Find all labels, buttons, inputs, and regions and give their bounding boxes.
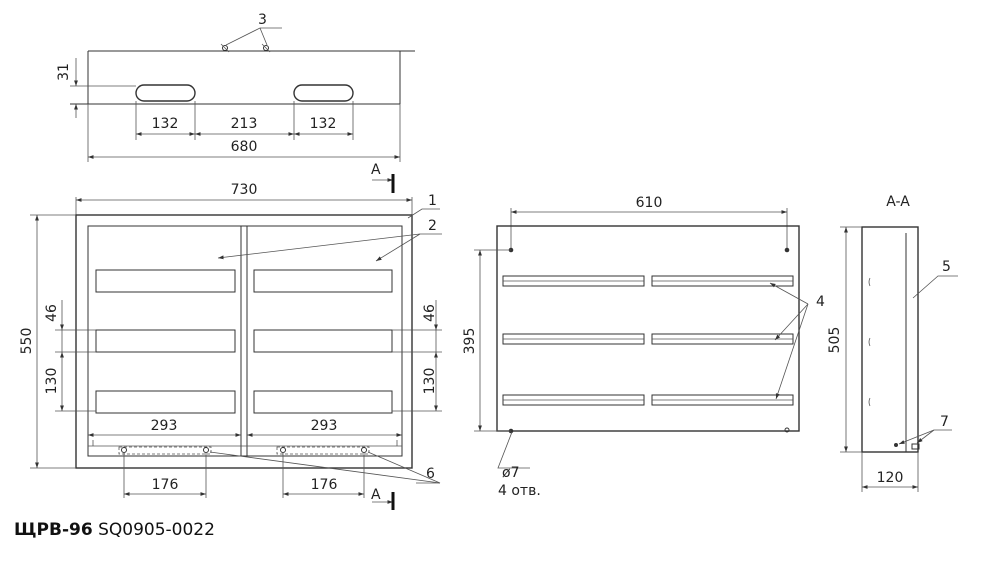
callout-7: 7 <box>940 414 949 430</box>
callout-5: 5 <box>942 259 951 275</box>
front-view: A 730 1 2 <box>19 162 442 510</box>
leader-4-a <box>769 282 809 305</box>
gland-screw-l1 <box>121 447 127 453</box>
dim-label-213: 213 <box>231 116 258 132</box>
leader-2-left <box>217 233 421 260</box>
dim-label-550: 550 <box>19 328 35 355</box>
dim-label-46-right: 46 <box>422 304 438 322</box>
rear-view: 610 4 395 ø7 4 отв. <box>462 195 825 499</box>
gland-screw-r1 <box>280 447 286 453</box>
section-body <box>861 226 919 453</box>
dim-label-132-left: 132 <box>152 116 179 132</box>
section-rail-mark-1 <box>868 277 871 287</box>
dim-label-130-left: 130 <box>44 368 60 395</box>
leader-4-b <box>774 303 809 341</box>
callout-3: 3 <box>258 12 267 28</box>
dim-label-293-right: 293 <box>311 418 338 434</box>
din-rail-3-left <box>502 394 645 406</box>
gland-plate-left <box>118 446 212 455</box>
callout-4: 4 <box>816 294 825 310</box>
leader-7-a <box>898 429 935 445</box>
dim-label-132-right: 132 <box>310 116 337 132</box>
panel-row3-left <box>95 390 236 414</box>
leader-7-b <box>916 429 935 444</box>
din-rail-2-left <box>502 333 645 345</box>
model-name: ЩРВ-96 <box>14 520 93 540</box>
section-rail-mark-2 <box>868 337 871 347</box>
dim-label-120: 120 <box>877 470 904 486</box>
enclosure-opening <box>87 225 403 457</box>
dim-label-395: 395 <box>462 328 478 355</box>
drawing-caption: ЩРВ-96 SQ0905-0022 <box>14 520 215 540</box>
panel-row1-right <box>253 269 393 293</box>
dim-label-680: 680 <box>231 139 258 155</box>
dim-label-730: 730 <box>231 182 258 198</box>
gland-screw-l2 <box>203 447 209 453</box>
mount-hole-tr <box>784 247 790 253</box>
callout-6: 6 <box>426 466 435 482</box>
dim-label-130-right: 130 <box>422 368 438 395</box>
section-a-bottom-label: A <box>371 487 381 503</box>
leader-3-b <box>259 27 268 46</box>
leader-hole-dia <box>497 431 530 469</box>
top-view: 3 31 132 213 132 680 <box>56 12 415 162</box>
leader-2-right <box>375 233 421 262</box>
din-rail-3-right <box>651 394 794 406</box>
leader-6-left <box>209 451 441 484</box>
callout-1: 1 <box>428 193 437 209</box>
dim-label-293-left: 293 <box>151 418 178 434</box>
enclosure-frame <box>75 214 413 469</box>
din-rail-1-left <box>502 275 645 287</box>
dim-label-31: 31 <box>56 63 72 81</box>
leader-4-c <box>775 303 809 400</box>
section-fastener <box>894 443 898 447</box>
dim-label-176-right: 176 <box>311 477 338 493</box>
section-rail-mark-3 <box>868 397 871 407</box>
section-title: A-A <box>886 194 910 210</box>
leader-1 <box>407 208 440 219</box>
panel-row2-left <box>95 329 236 353</box>
hinge-right <box>261 43 271 53</box>
gland-plate-right <box>276 446 370 455</box>
callout-2: 2 <box>428 218 437 234</box>
leader-6-right <box>367 451 441 484</box>
cable-slot-right <box>293 84 354 102</box>
dim-label-176-left: 176 <box>152 477 179 493</box>
leader-3-a <box>225 27 282 46</box>
dim-label-46-left: 46 <box>44 304 60 322</box>
hole-dia-label: ø7 <box>502 465 519 481</box>
section-bracket <box>911 443 920 450</box>
section-a-top-label: A <box>371 162 381 178</box>
hinge-left <box>220 43 230 53</box>
model-code: SQ0905-0022 <box>98 520 215 540</box>
cable-slot-left <box>135 84 196 102</box>
hole-count-label: 4 отв. <box>498 483 541 499</box>
mount-hole-br <box>784 427 790 433</box>
gland-screw-r2 <box>361 447 367 453</box>
panel-row1-left <box>95 269 236 293</box>
dim-label-610: 610 <box>636 195 663 211</box>
din-rail-1-right <box>651 275 794 287</box>
dim-label-505: 505 <box>827 327 843 354</box>
panel-row3-right <box>253 390 393 414</box>
panel-row2-right <box>253 329 393 353</box>
rear-panel <box>496 225 800 432</box>
section-view: A-A 505 120 5 7 <box>827 194 958 492</box>
din-rail-2-right <box>651 333 794 345</box>
leader-5 <box>912 275 958 299</box>
